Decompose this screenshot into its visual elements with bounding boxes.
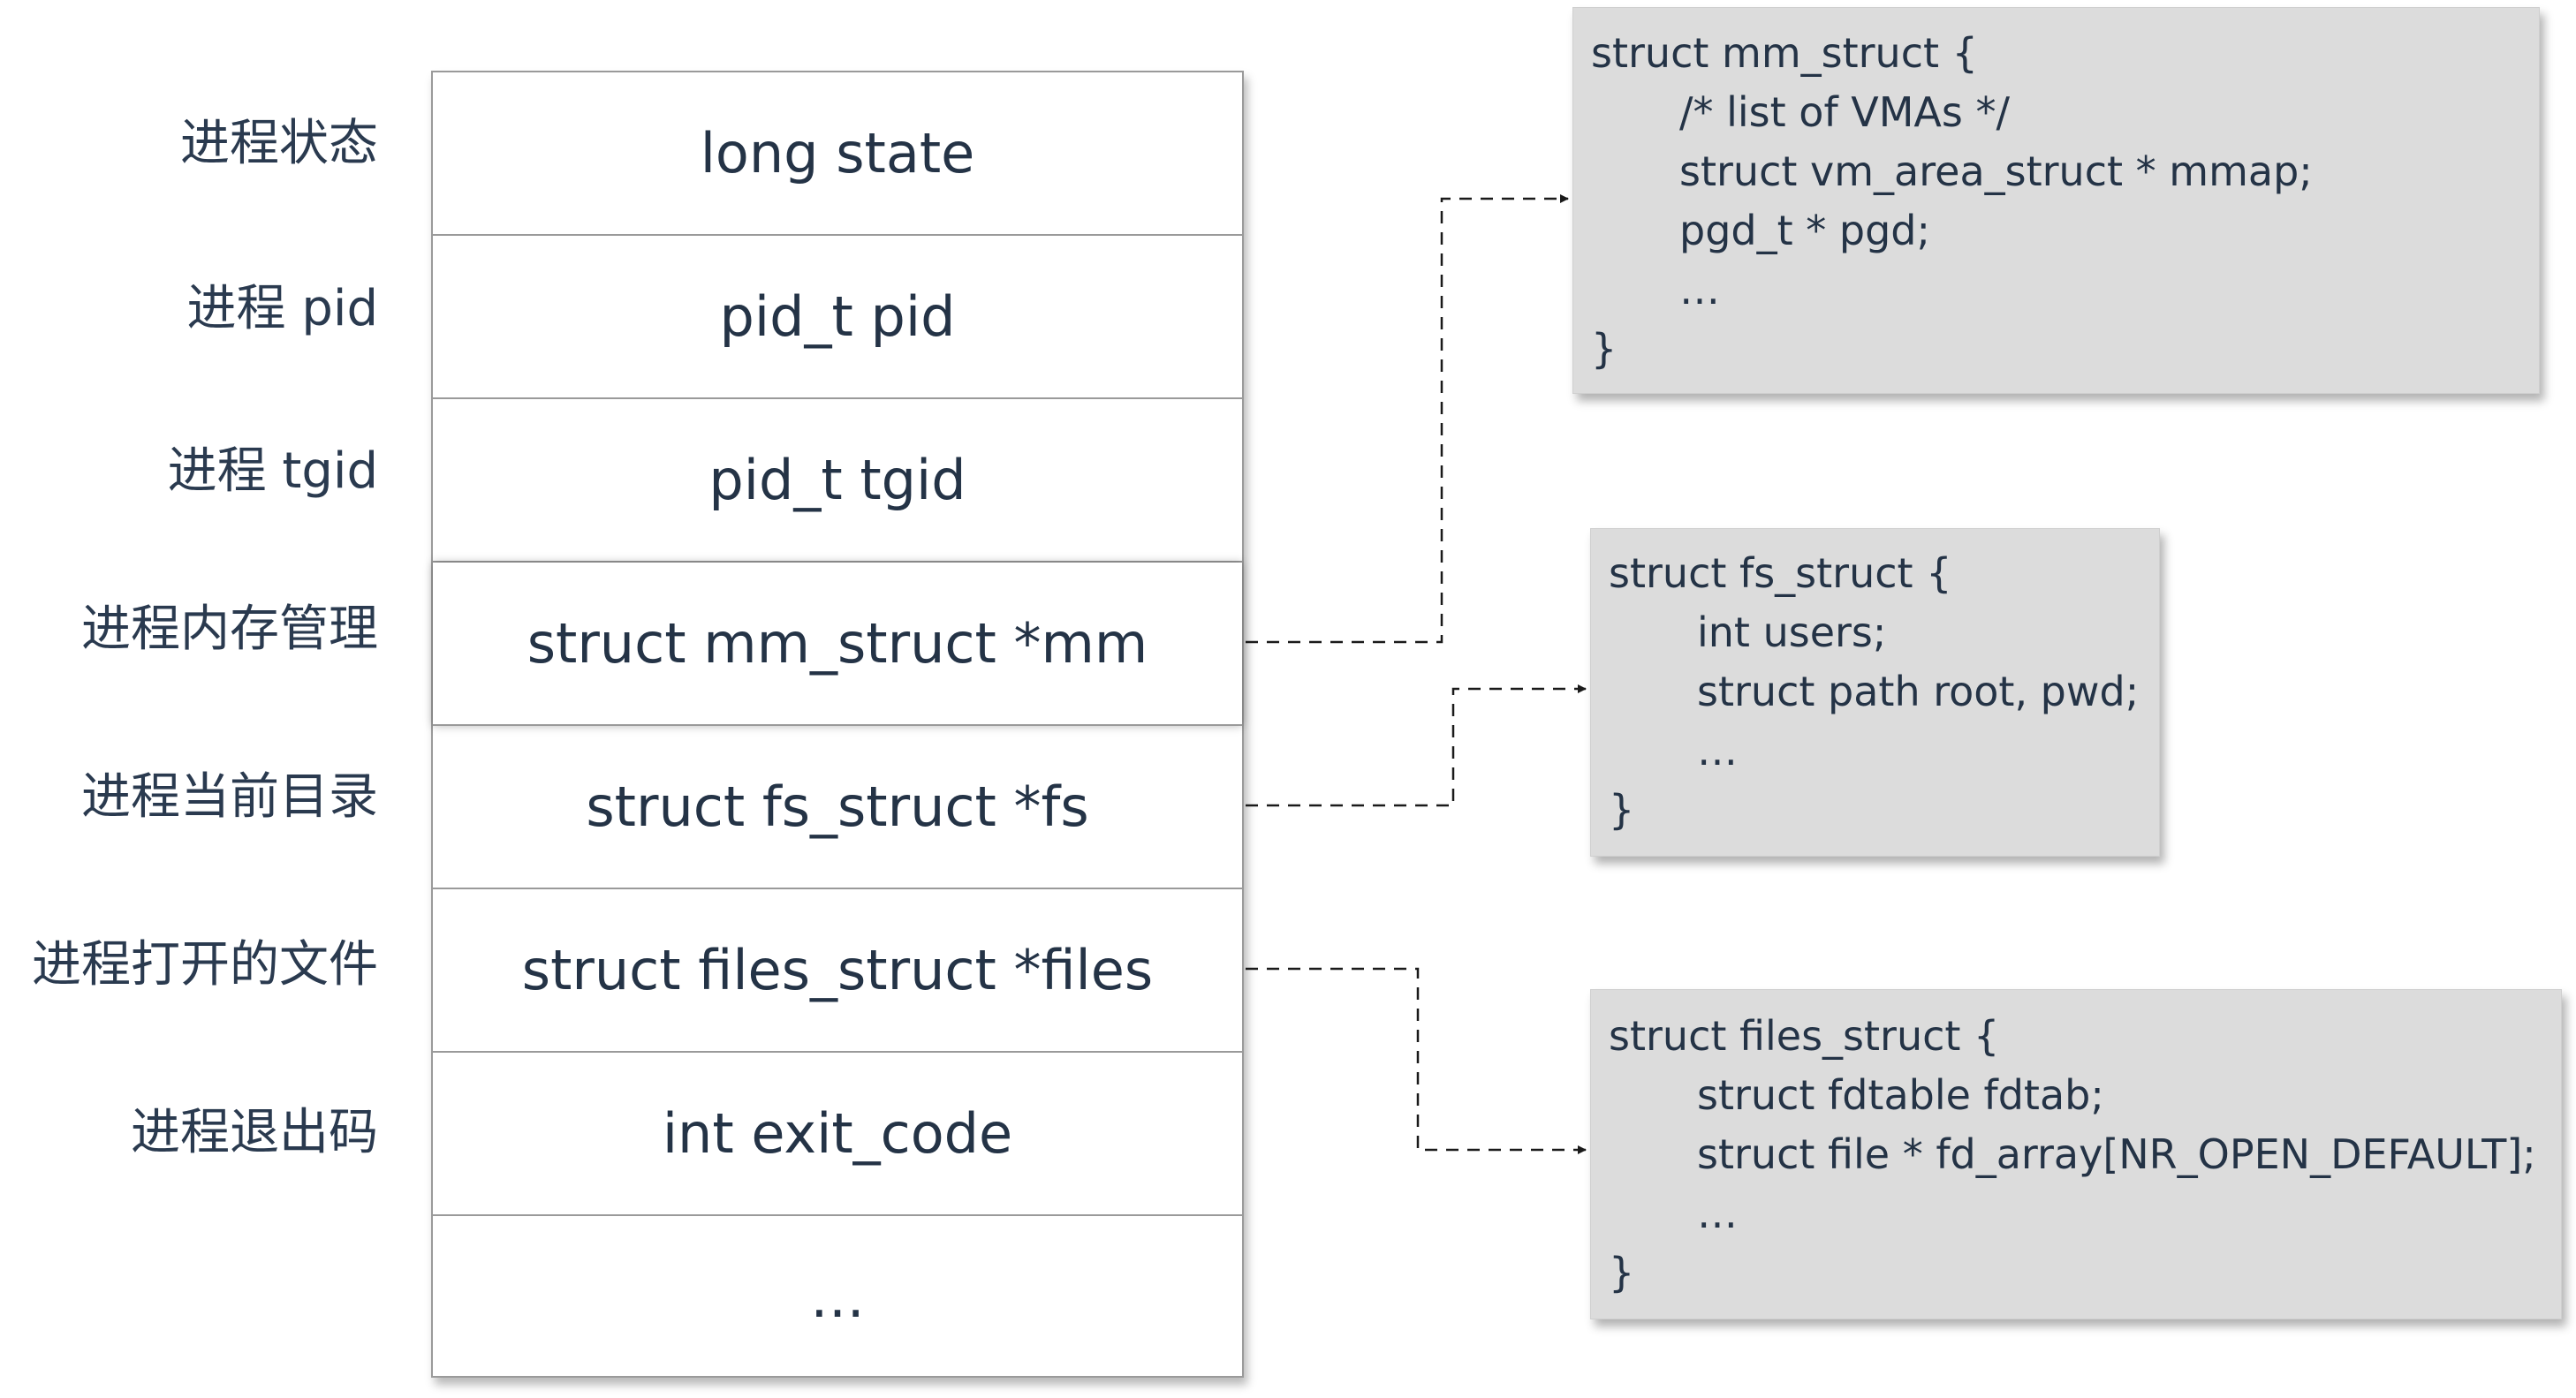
files-struct-line: } [1609,1249,1635,1296]
field-ellipsis: … [810,1266,865,1330]
fs-struct-line: … [1697,727,1738,775]
mm-struct-line: struct vm_area_struct * mmap; [1679,147,2313,195]
label-fs: 进程当前目录 [81,768,378,826]
fs-struct-line: } [1609,786,1635,834]
field-fs: struct fs_struct *fs [433,726,1242,889]
files-struct-line: … [1697,1190,1738,1237]
field-mm: struct mm_struct *mm [433,563,1242,726]
mm-struct-line: … [1679,266,1720,314]
files-struct-line: struct files_struct { [1609,1012,2000,1060]
mm-struct-line: /* list of VMAs */ [1679,88,2010,136]
mm-struct-line: } [1591,325,1618,373]
fs-struct-line: struct fs_struct { [1609,549,1952,597]
fs-struct-line: int users; [1697,608,1887,656]
mm-struct-line: struct mm_struct { [1591,29,1978,77]
field-files: struct files_struct *files [433,889,1242,1053]
mm-pointer-arrow [1246,194,1569,644]
fs-struct-box: struct fs_struct { int users; struct pat… [1590,528,2160,857]
mm-struct-line: pgd_t * pgd; [1679,207,1930,254]
field-tgid: pid_t tgid [433,399,1242,563]
field-exit-code: int exit_code [433,1053,1242,1216]
fs-pointer-arrow [1246,684,1587,807]
files-struct-line: struct file * fd_array[NR_OPEN_DEFAULT]; [1697,1130,2536,1178]
files-pointer-arrow [1246,967,1587,1154]
task-struct-box: long state pid_t pid pid_t tgid struct m… [431,71,1244,1378]
label-mm: 进程内存管理 [81,601,378,658]
label-pid: 进程 pid [186,280,378,337]
fs-struct-line: struct path root, pwd; [1697,668,2140,715]
field-state: long state [433,72,1242,236]
field-pid: pid_t pid [433,236,1242,399]
label-tgid: 进程 tgid [167,442,378,500]
mm-struct-box: struct mm_struct { /* list of VMAs */ st… [1572,7,2540,394]
files-struct-box: struct files_struct { struct fdtable fdt… [1590,989,2562,1319]
label-exit-code: 进程退出码 [131,1104,378,1161]
label-files: 进程打开的文件 [32,936,378,994]
label-state: 进程状态 [180,115,378,172]
files-struct-line: struct fdtable fdtab; [1697,1071,2104,1119]
